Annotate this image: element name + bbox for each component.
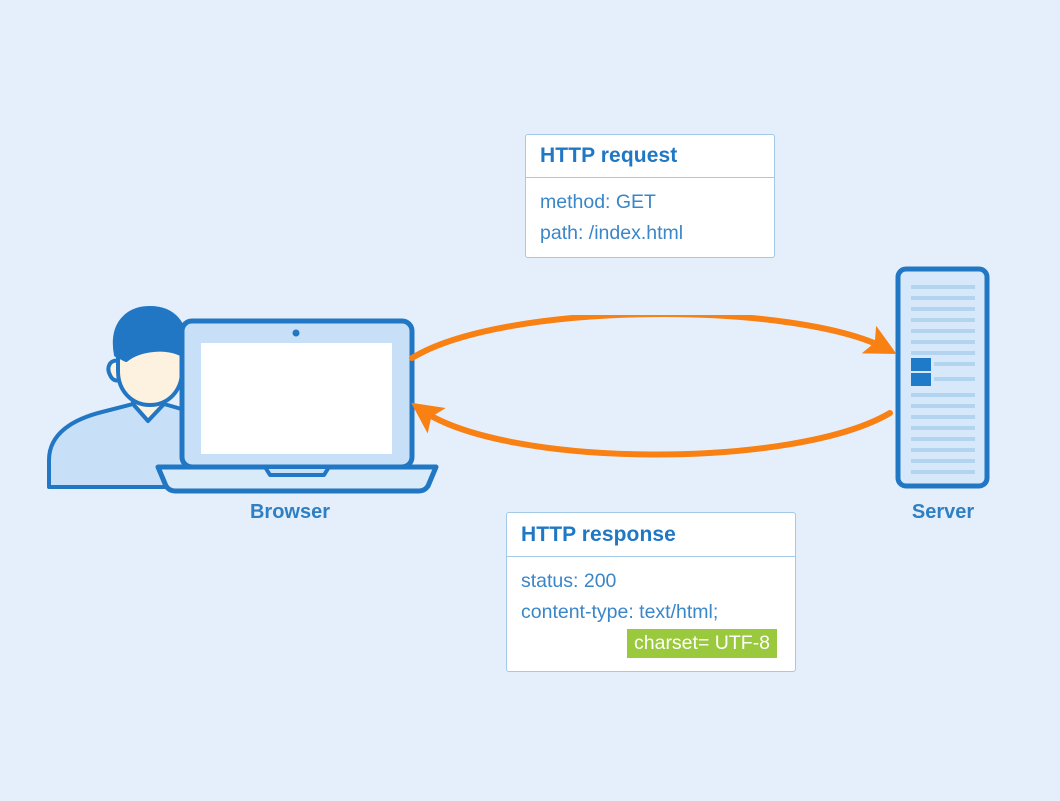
arrow-group [395,311,915,480]
server-illustration-svg [895,266,990,489]
server-lines [911,285,975,474]
http-request-card: HTTP request method: GET path: /index.ht… [525,134,775,258]
browser-label: Browser [249,501,331,523]
http-request-card-body: method: GET path: /index.html [526,178,774,249]
laptop-webcam-icon [292,329,300,337]
person-hair [112,306,188,362]
server-indicator-icon [911,373,931,386]
server-label: Server [911,501,975,523]
request-arrow [409,311,897,361]
http-request-card-title: HTTP request [526,135,774,178]
request-line-path: path: /index.html [540,222,684,244]
server-indicator-icon [911,358,931,371]
response-highlight-row: charset= UTF-8 [521,628,781,659]
server-illustration [885,265,1000,495]
laptop-trackpad [263,465,331,477]
http-response-card-title: HTTP response [507,513,795,557]
laptop-base [155,464,439,494]
response-line-status: status: 200 [521,570,617,592]
browser-illustration [40,305,440,500]
browser-illustration-svg [47,306,439,494]
http-response-card: HTTP response status: 200 content-type: … [506,512,796,672]
charset-highlight: charset= UTF-8 [627,629,777,658]
laptop-screen [201,343,392,454]
request-line-method: method: GET [540,191,656,213]
response-line-content-type: content-type: text/html; [521,601,719,623]
response-arrow [411,402,893,458]
http-response-card-body: status: 200 content-type: text/html; cha… [507,557,795,659]
arrow-group-svg [409,311,897,458]
